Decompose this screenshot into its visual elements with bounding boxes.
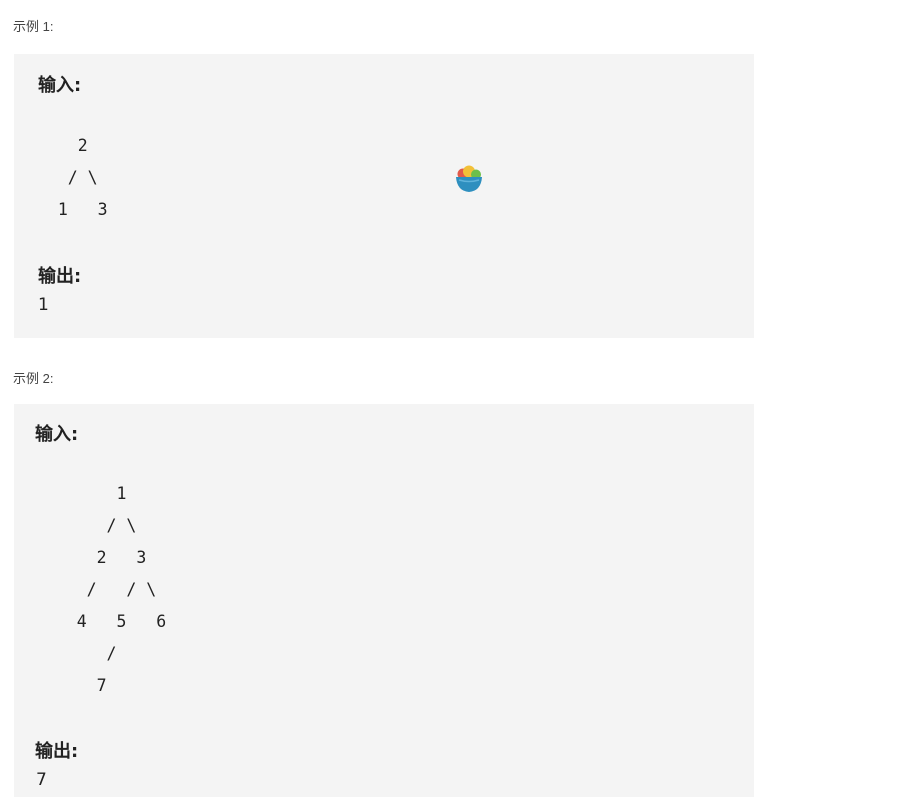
example-1-output-value: 1 [38,295,49,315]
tree-line: / [37,644,117,663]
tree-line: 1 3 [38,200,108,219]
example-1-caption: 示例 1: [13,19,54,34]
example-1-input-label: 输入: [38,75,82,96]
example-1-output-label: 输出: [38,266,82,287]
tree-line: 1 [37,484,127,503]
fruit-bowl-icon[interactable] [454,164,484,194]
tree-line: / \ [37,516,137,535]
tree-line: / \ [38,168,98,187]
example-2-tree: 1 / \ 2 3 / / \ 4 5 6 / 7 [37,478,166,702]
tree-line: 7 [37,676,107,695]
tree-line: / / \ [37,580,157,599]
example-2-output-value: 7 [36,770,47,790]
example-1-tree: 2 / \ 1 3 [38,130,108,226]
tree-line: 4 5 6 [37,612,167,631]
example-1-code-block: 输入: 2 / \ 1 3 输出: 1 [14,54,754,338]
example-2-code-block: 输入: 1 / \ 2 3 / / \ 4 5 6 / 7 输出: 7 [14,404,754,797]
example-2-input-label: 输入: [35,424,79,445]
example-2-caption: 示例 2: [13,371,54,386]
example-2-output-label: 输出: [35,741,79,762]
tree-line: 2 3 [37,548,147,567]
tree-line: 2 [38,136,88,155]
